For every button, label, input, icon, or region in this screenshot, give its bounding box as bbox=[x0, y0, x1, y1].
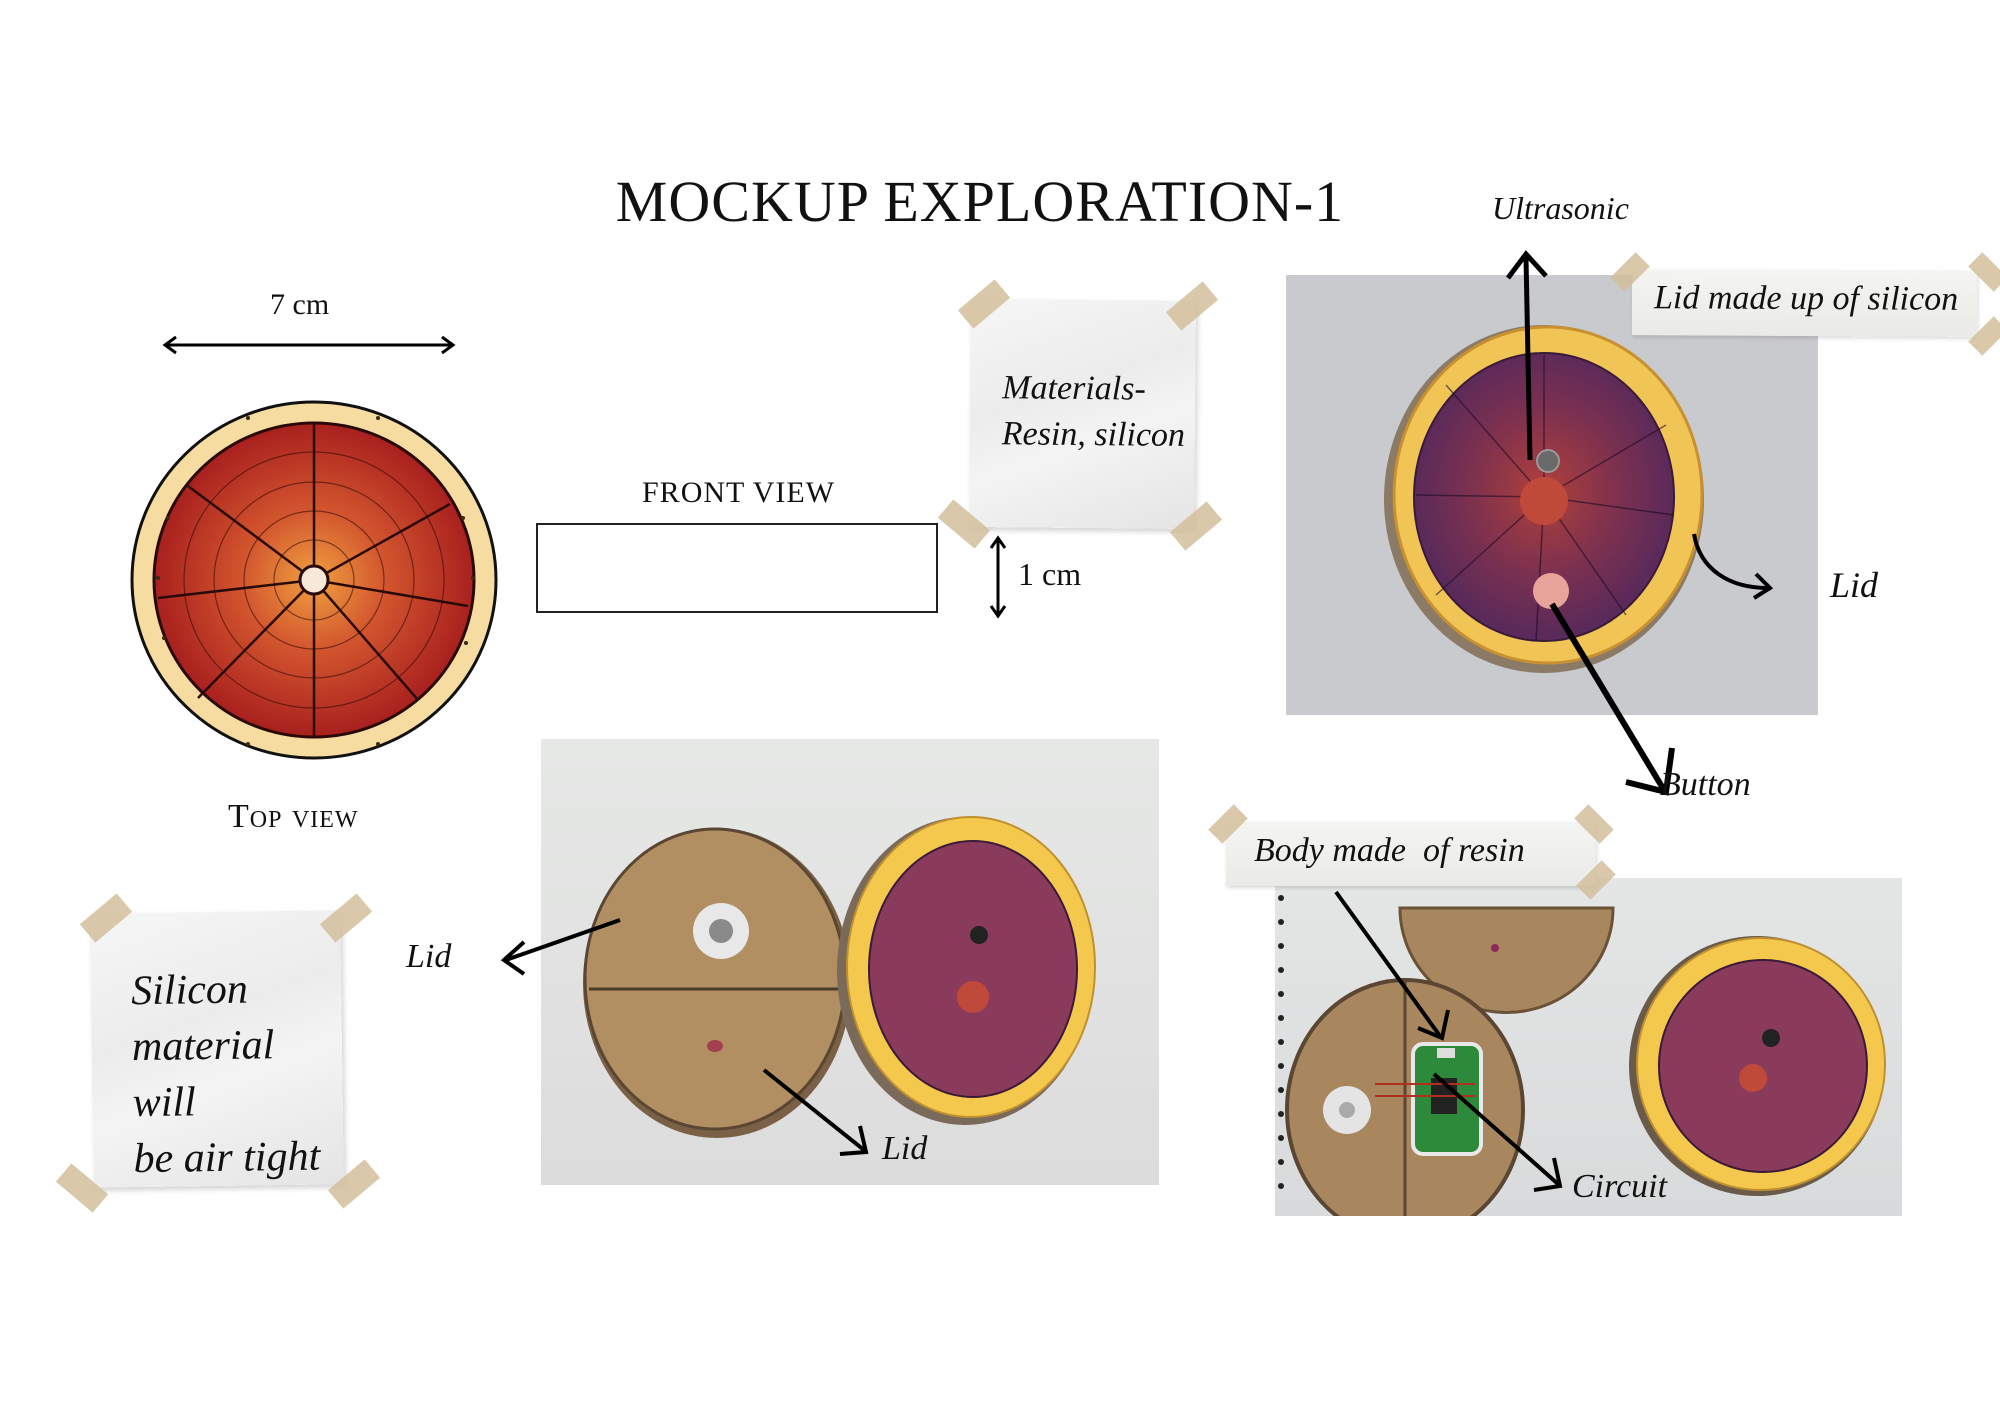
lid-top-photo bbox=[1286, 275, 1818, 715]
materials-note-line-2: Resin, silicon bbox=[1001, 415, 1186, 454]
front-view-caption: FRONT VIEW bbox=[642, 476, 836, 509]
circuit-arrow-icon bbox=[1432, 1072, 1563, 1192]
lid-bottom-arrow-icon bbox=[762, 1068, 869, 1156]
lid-silicon-strip-text: Lid made up of silicon bbox=[1653, 279, 1959, 318]
label-circuit: Circuit bbox=[1572, 1168, 1668, 1205]
lid-open-photo bbox=[541, 739, 1159, 1185]
silicon-note-line-2: material will bbox=[131, 1022, 275, 1127]
body-arrow-icon bbox=[1334, 890, 1450, 1041]
width-dimension-label: 7 cm bbox=[270, 288, 330, 321]
width-dimension-arrow-icon bbox=[162, 335, 456, 355]
lid-left-arrow-icon bbox=[500, 918, 621, 976]
label-lid-left: Lid bbox=[406, 938, 452, 975]
lid-button-dot bbox=[1533, 573, 1569, 609]
label-button: Button bbox=[1660, 766, 1751, 803]
materials-note: Materials- Resin, silicon bbox=[969, 299, 1196, 529]
silicon-note-line-3: be air tight bbox=[133, 1133, 321, 1183]
lid-curved-arrow-icon bbox=[1692, 533, 1774, 600]
silicon-note-line-1: Silicon bbox=[130, 966, 249, 1015]
lid-open-photo-drawing bbox=[583, 816, 1096, 1138]
ultrasonic-arrow-icon bbox=[1506, 250, 1548, 461]
front-view-rectangle bbox=[536, 523, 938, 613]
body-resin-strip-note: Body made of resin bbox=[1226, 822, 1596, 886]
button-arrow-icon bbox=[1549, 602, 1675, 796]
ultrasonic-mist-hole bbox=[1536, 449, 1560, 473]
height-dimension-arrow-icon bbox=[989, 535, 1007, 619]
materials-note-line-1: Materials- bbox=[1002, 369, 1146, 408]
body-circuit-photo-drawing bbox=[1278, 895, 1886, 1216]
lid-half-shell bbox=[1398, 906, 1615, 1014]
body-resin-strip-text: Body made of resin bbox=[1254, 832, 1525, 869]
page-title: MOCKUP EXPLORATION-1 bbox=[615, 169, 1345, 234]
height-dimension-label: 1 cm bbox=[1018, 556, 1082, 592]
fruit-slice-illustration bbox=[130, 400, 498, 760]
silicon-airtight-note: Silicon material will be air tight bbox=[90, 910, 344, 1188]
label-ultrasonic: Ultrasonic bbox=[1492, 190, 1629, 226]
lid-silicon-strip-note: Lid made up of silicon bbox=[1631, 269, 1978, 337]
lid-photo-drawing bbox=[1384, 325, 1704, 673]
body-circuit-photo bbox=[1275, 878, 1902, 1216]
label-lid-bottom: Lid bbox=[882, 1130, 928, 1167]
label-lid-top-photo: Lid bbox=[1830, 565, 1879, 605]
top-view-caption: Top view bbox=[228, 798, 359, 835]
